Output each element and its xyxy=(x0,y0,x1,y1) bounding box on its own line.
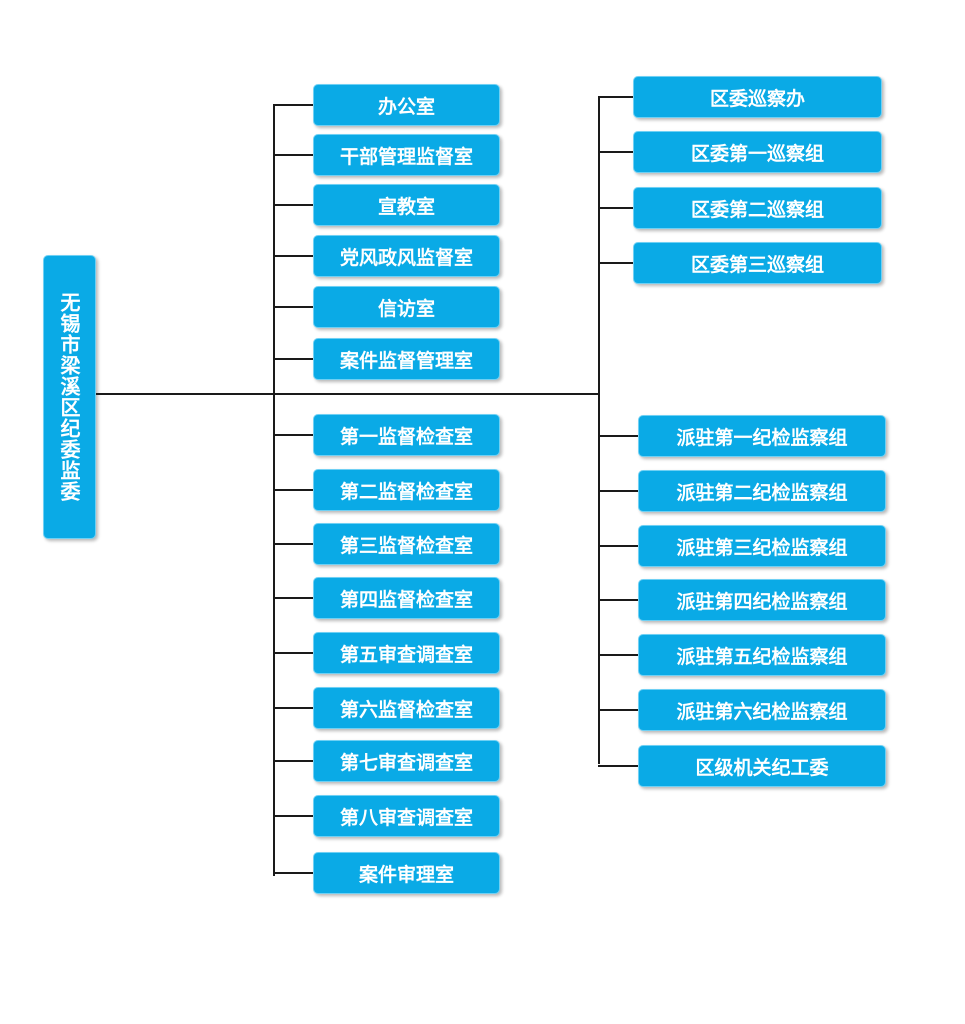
stationed-connector xyxy=(598,765,638,767)
department-box: 宣教室 xyxy=(313,184,500,226)
department-box: 第三监督检查室 xyxy=(313,523,500,565)
inspection-box: 区委第二巡察组 xyxy=(633,187,882,229)
inspection-connector xyxy=(598,96,633,98)
stationed-box: 区级机关纪工委 xyxy=(638,745,886,787)
stationed-connector xyxy=(598,545,638,547)
department-box: 第四监督检查室 xyxy=(313,577,500,619)
department-box: 干部管理监督室 xyxy=(313,134,500,176)
department-connector xyxy=(273,543,313,545)
inspection-box: 区委第三巡察组 xyxy=(633,242,882,284)
stationed-box: 派驻第四纪检监察组 xyxy=(638,579,886,621)
department-connector xyxy=(273,489,313,491)
department-connector xyxy=(273,872,313,874)
inspection-box: 区委巡察办 xyxy=(633,76,882,118)
stationed-connector xyxy=(598,599,638,601)
department-box: 第八审查调查室 xyxy=(313,795,500,837)
department-connector xyxy=(273,255,313,257)
department-box: 党风政风监督室 xyxy=(313,235,500,277)
department-box: 案件审理室 xyxy=(313,852,500,894)
department-connector xyxy=(273,204,313,206)
department-connector xyxy=(273,760,313,762)
department-box: 信访室 xyxy=(313,286,500,328)
department-connector xyxy=(273,154,313,156)
stationed-box: 派驻第一纪检监察组 xyxy=(638,415,886,457)
department-connector xyxy=(273,652,313,654)
right-trunk-line xyxy=(598,96,600,764)
department-box: 案件监督管理室 xyxy=(313,338,500,380)
stationed-connector xyxy=(598,654,638,656)
department-box: 第五审查调查室 xyxy=(313,632,500,674)
department-connector xyxy=(273,358,313,360)
stationed-box: 派驻第六纪检监察组 xyxy=(638,689,886,731)
department-connector xyxy=(273,104,313,106)
department-box: 第一监督检查室 xyxy=(313,414,500,456)
department-box: 第七审查调查室 xyxy=(313,740,500,782)
stationed-connector xyxy=(598,490,638,492)
department-box: 第二监督检查室 xyxy=(313,469,500,511)
inspection-box: 区委第一巡察组 xyxy=(633,131,882,173)
stationed-connector xyxy=(598,709,638,711)
department-box: 第六监督检查室 xyxy=(313,687,500,729)
department-connector xyxy=(273,434,313,436)
department-connector xyxy=(273,815,313,817)
stationed-box: 派驻第五纪检监察组 xyxy=(638,634,886,676)
inspection-connector xyxy=(598,262,633,264)
department-connector xyxy=(273,306,313,308)
department-box: 办公室 xyxy=(313,84,500,126)
root-connector-line xyxy=(96,393,600,395)
root-node: 无锡市梁溪区纪委监委 xyxy=(43,255,96,539)
stationed-box: 派驻第二纪检监察组 xyxy=(638,470,886,512)
department-connector xyxy=(273,597,313,599)
department-connector xyxy=(273,707,313,709)
stationed-connector xyxy=(598,435,638,437)
inspection-connector xyxy=(598,207,633,209)
stationed-box: 派驻第三纪检监察组 xyxy=(638,525,886,567)
inspection-connector xyxy=(598,151,633,153)
